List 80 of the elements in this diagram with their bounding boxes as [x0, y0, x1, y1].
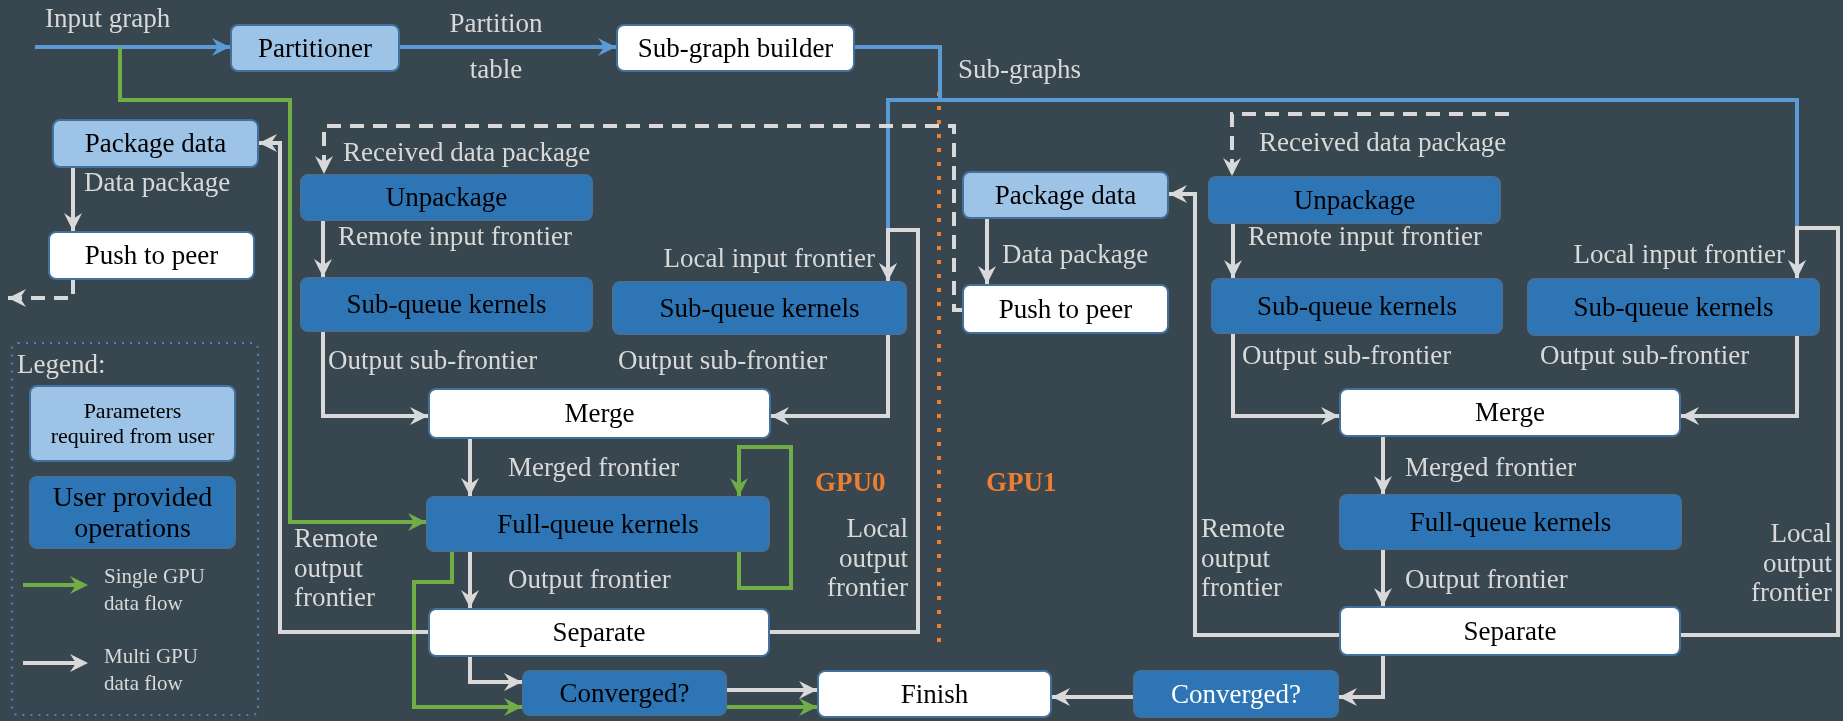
operation-box: Full-queue kernels — [426, 496, 770, 552]
operation-box: Sub-queue kernels — [300, 277, 593, 332]
operation-box: Sub-queue kernels — [1527, 278, 1820, 336]
process-box: Push to peer — [962, 284, 1169, 334]
edge-label: Partition table — [448, 7, 544, 86]
edge-label: Remote input frontier — [338, 222, 573, 252]
process-box: Separate — [428, 608, 770, 657]
arrow — [400, 38, 616, 56]
gpu-label: GPU0 — [815, 468, 886, 498]
arrow — [1224, 224, 1242, 278]
operation-box: Unpackage — [300, 174, 593, 221]
edge-label: Remote output frontier — [1201, 514, 1286, 604]
edge-label: Input graph — [45, 4, 172, 34]
edge-label: Remote output frontier — [294, 524, 379, 614]
arrow — [461, 439, 479, 496]
annotation-label: Sub-graphs — [958, 55, 1081, 85]
edge-label: Output sub-frontier — [618, 346, 829, 376]
edge-label: Received data package — [1259, 128, 1508, 158]
arrow — [770, 228, 920, 634]
edge-label: Output sub-frontier — [328, 346, 539, 376]
edge-label: Data package — [1002, 240, 1150, 270]
dashed-arrow — [315, 124, 963, 312]
parameter-box: Package data — [52, 119, 259, 168]
arrow — [412, 552, 522, 716]
parameter-box: Partitioner — [230, 24, 400, 72]
legend-text: Multi GPU data flow — [104, 643, 199, 698]
arrow — [461, 552, 479, 608]
arrow — [1169, 185, 1339, 637]
legend-swatch: User provided operations — [29, 476, 236, 549]
operation-box: Converged? — [522, 670, 727, 716]
edge-label: Output frontier — [508, 565, 672, 595]
edge-label: Local input frontier — [662, 244, 875, 274]
edge-label: Output sub-frontier — [1540, 341, 1751, 371]
arrow — [1339, 656, 1385, 706]
arrow — [259, 134, 428, 634]
arrow — [1681, 336, 1799, 425]
arrow — [1374, 550, 1392, 606]
process-box: Finish — [817, 670, 1052, 718]
arrow — [1231, 334, 1339, 425]
arrow — [727, 698, 817, 716]
parameter-box: Package data — [962, 171, 1169, 219]
operation-box: Converged? — [1133, 670, 1339, 718]
operation-box: Unpackage — [1208, 176, 1501, 224]
edge-label: Remote input frontier — [1248, 222, 1483, 252]
arrow — [321, 332, 428, 425]
arrow — [1681, 226, 1840, 637]
operation-box: Full-queue kernels — [1339, 494, 1682, 550]
arrow — [118, 47, 426, 531]
legend-swatch: Parameters required from user — [29, 385, 236, 462]
gpu-label: GPU1 — [986, 468, 1057, 498]
process-box: Sub-graph builder — [616, 24, 855, 72]
legend-text: Single GPU data flow — [104, 563, 206, 618]
arrow — [35, 38, 230, 56]
edge-label: Merged frontier — [508, 453, 681, 483]
edge-label: Data package — [84, 168, 232, 198]
process-box: Merge — [1339, 388, 1681, 437]
arrow — [1374, 437, 1392, 494]
edge-label: Local output frontier — [826, 514, 908, 604]
process-box: Separate — [1339, 606, 1681, 656]
process-box: Merge — [428, 388, 771, 439]
arrow — [727, 681, 817, 699]
operation-box: Sub-queue kernels — [1211, 278, 1503, 334]
edge-label: Output sub-frontier — [1242, 341, 1453, 371]
process-box: Push to peer — [48, 231, 255, 280]
arrow — [978, 219, 996, 284]
arrow — [771, 335, 890, 425]
dashed-arrow — [1223, 112, 1509, 176]
arrow — [730, 445, 793, 590]
edge-label: Merged frontier — [1405, 453, 1578, 483]
arrow — [1052, 688, 1133, 706]
edge-label: Output frontier — [1405, 565, 1569, 595]
edge-label: Local input frontier — [1572, 240, 1785, 270]
legend-title: Legend: — [17, 350, 106, 380]
operation-box: Sub-queue kernels — [612, 281, 907, 335]
arrow — [468, 657, 522, 691]
edge-label: Local output frontier — [1750, 519, 1832, 609]
arrow — [64, 168, 82, 231]
arrow — [314, 221, 332, 277]
edge-label: Received data package — [343, 138, 592, 168]
dashed-arrow — [8, 280, 75, 307]
